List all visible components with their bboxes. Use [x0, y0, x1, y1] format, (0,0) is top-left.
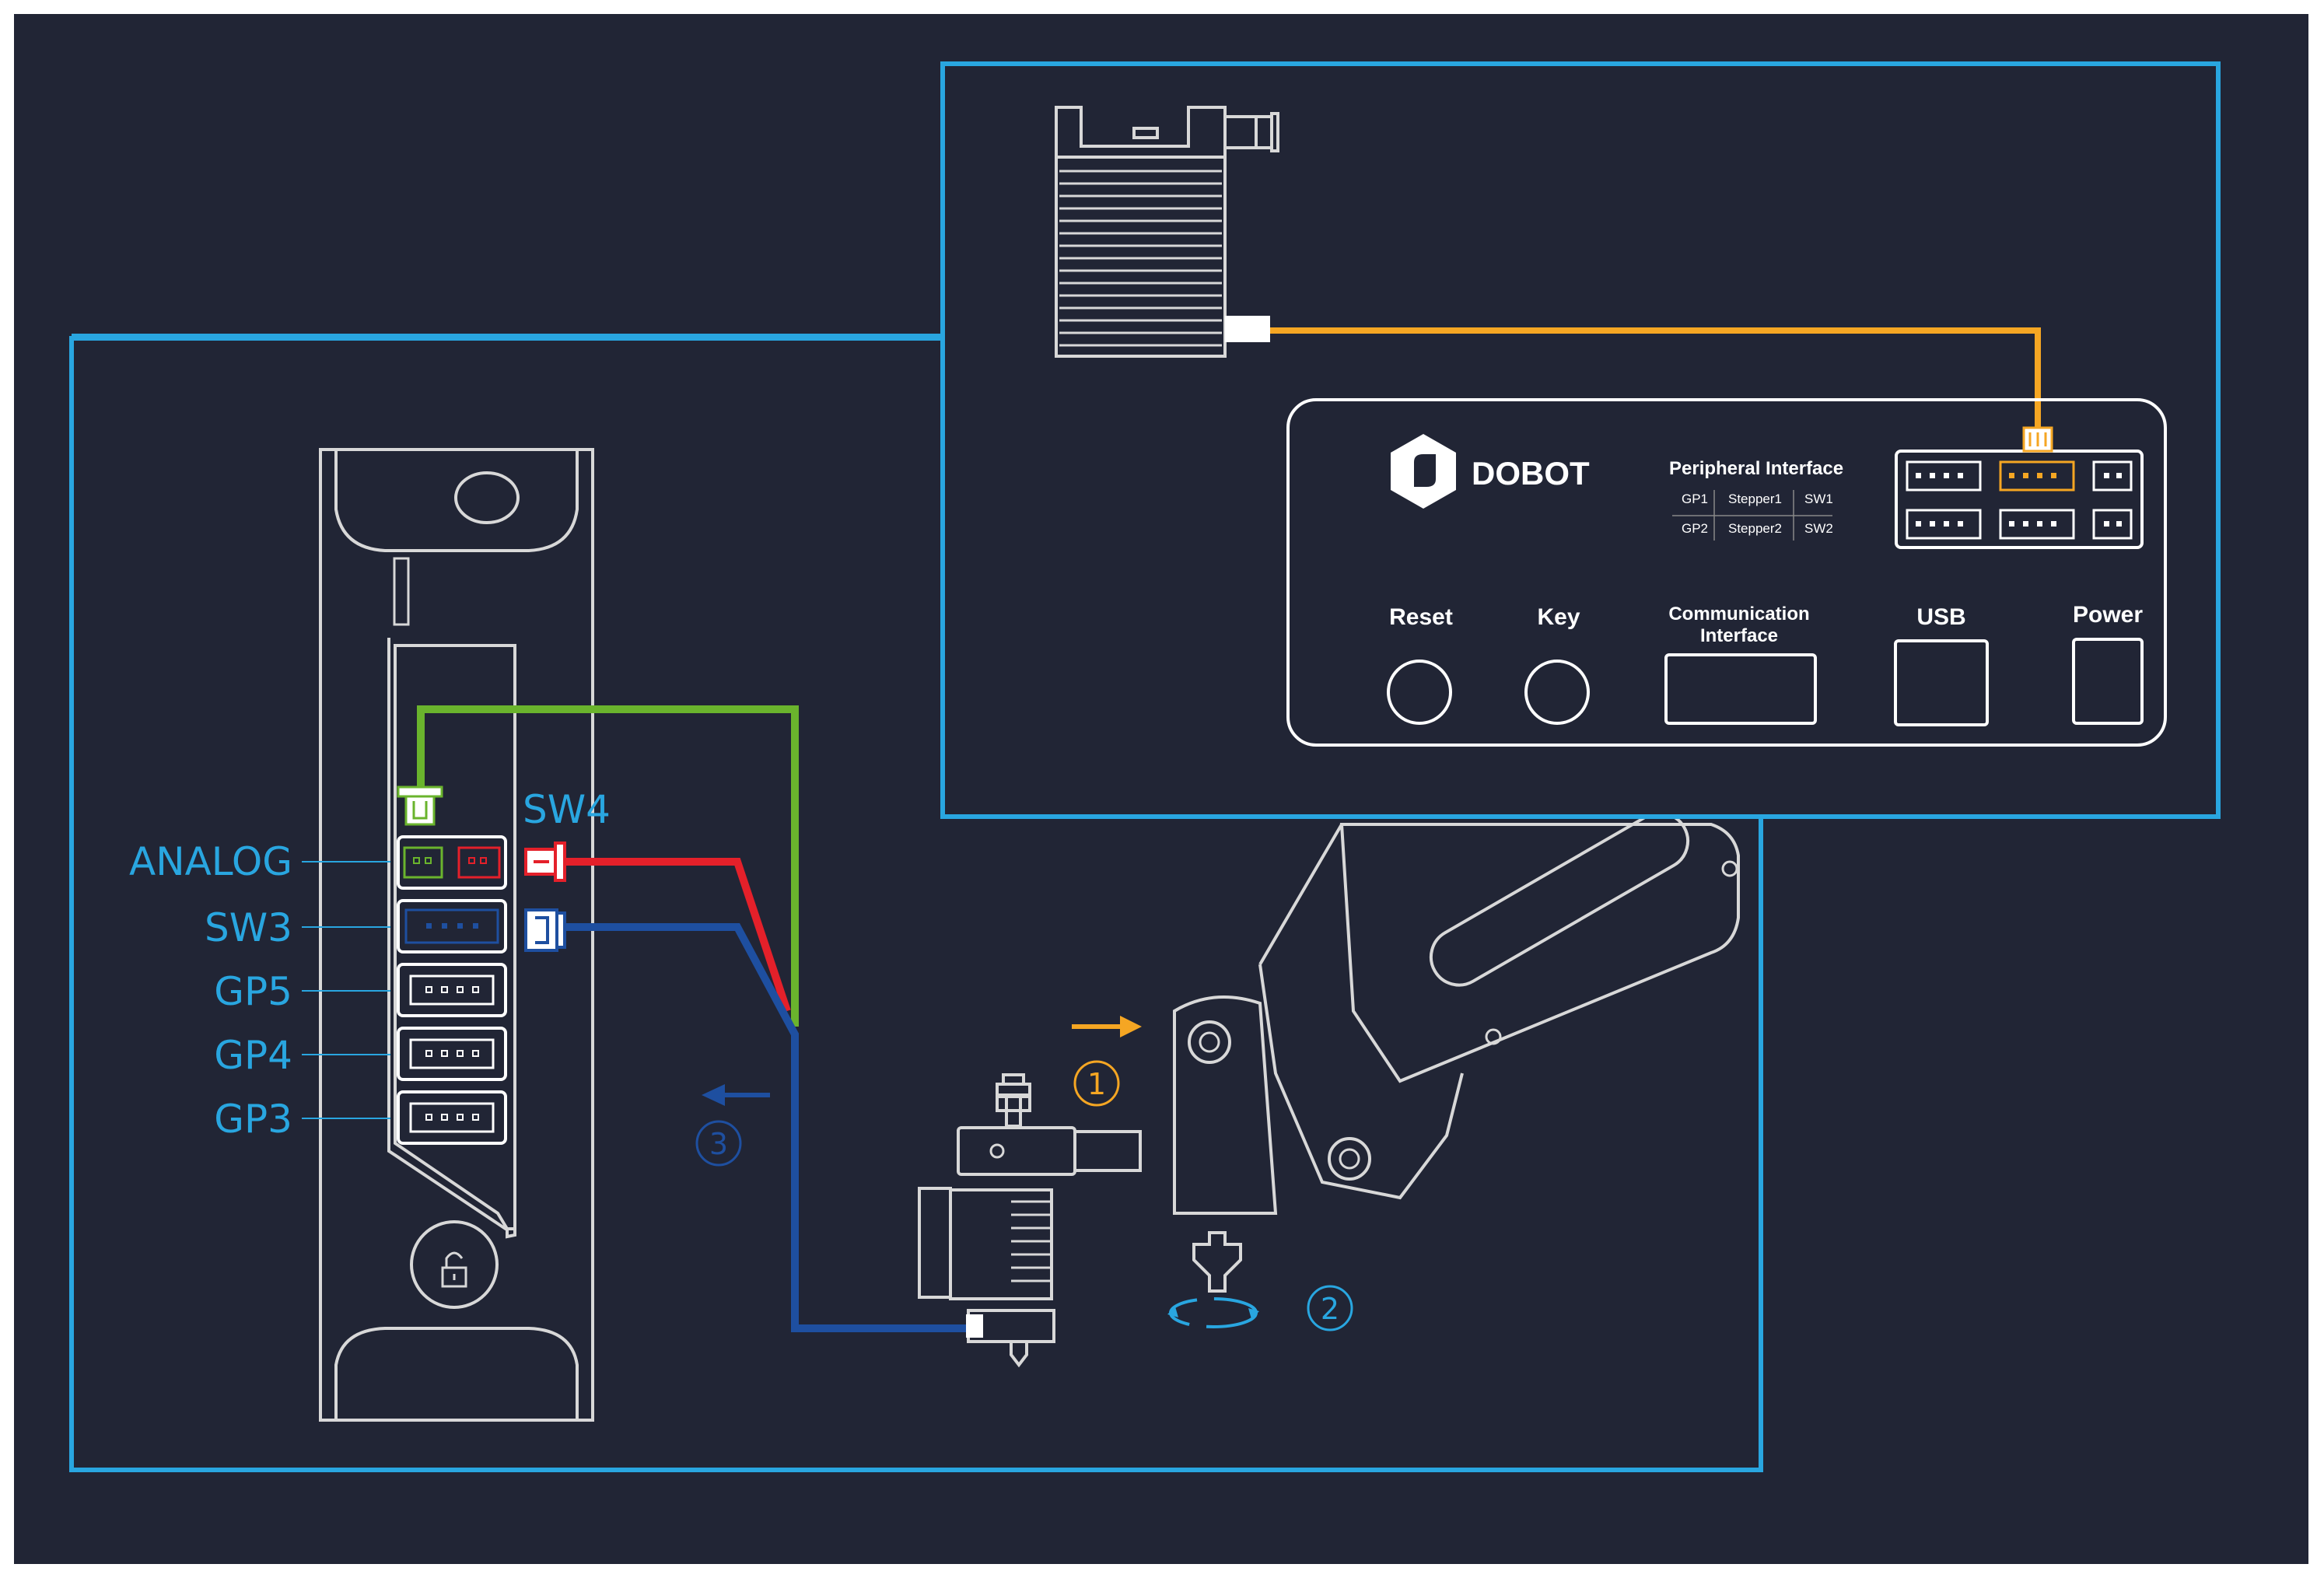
gp3-label: GP3: [214, 1097, 292, 1142]
peripheral-stepper1: Stepper1: [1728, 492, 1782, 506]
reset-label: Reset: [1389, 604, 1453, 630]
peripheral-interface-title: Peripheral Interface: [1669, 458, 1843, 479]
gp5-label: GP5: [214, 969, 292, 1014]
peripheral-gp1: GP1: [1682, 492, 1708, 506]
sw4-label: SW4: [523, 787, 611, 832]
usb-label: USB: [1916, 604, 1965, 630]
key-label: Key: [1537, 604, 1580, 630]
peripheral-gp2: GP2: [1682, 521, 1708, 536]
sw3-label: SW3: [205, 905, 292, 950]
step-2-number: 2: [1321, 1292, 1339, 1326]
analog-label: ANALOG: [129, 839, 292, 884]
power-label: Power: [2073, 602, 2143, 628]
communication-label-line1: Communication: [1668, 604, 1809, 625]
peripheral-sw2: SW2: [1804, 521, 1833, 536]
communication-label-line2: Interface: [1700, 625, 1778, 646]
peripheral-sw1: SW1: [1804, 492, 1833, 506]
peripheral-stepper2: Stepper2: [1728, 521, 1782, 536]
red-connector-icon: [526, 843, 565, 880]
step-1-number: 1: [1087, 1067, 1106, 1101]
blue-connector-icon: [526, 910, 565, 950]
brand-name: DOBOT: [1472, 455, 1590, 492]
orange-connector-icon: [2024, 428, 2052, 451]
gp4-label: GP4: [214, 1033, 292, 1078]
step-3-number: 3: [709, 1127, 728, 1161]
